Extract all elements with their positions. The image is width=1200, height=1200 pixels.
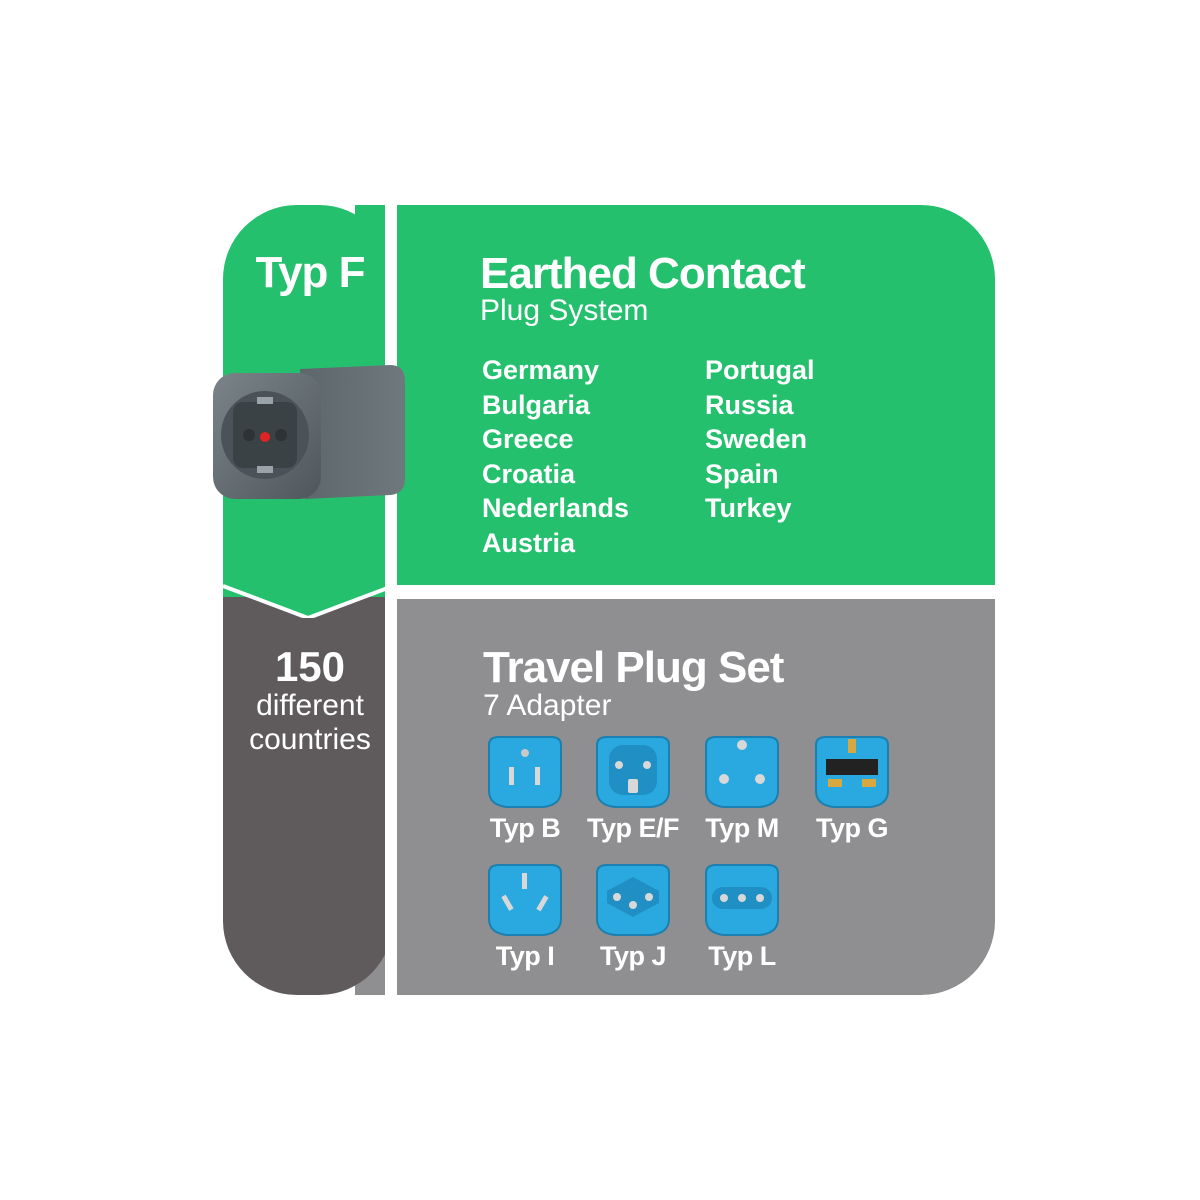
travel-plug-panel xyxy=(355,599,995,995)
chevron-down-icon xyxy=(223,580,393,618)
adapter-label: Typ M xyxy=(705,813,779,843)
country-item: Croatia xyxy=(482,458,576,489)
earthed-contact-panel xyxy=(355,205,995,589)
country-list-1: Germany Bulgaria Greece Croatia Nederlan… xyxy=(482,353,629,560)
adapter-count-subtitle: 7 Adapter xyxy=(483,689,612,722)
adapter-label: Typ E/F xyxy=(586,813,680,843)
plug-type-ef-icon xyxy=(596,736,670,808)
adapter-label: Typ J xyxy=(599,941,667,971)
country-item: Austria xyxy=(482,527,576,558)
vertical-divider xyxy=(385,205,397,995)
country-item: Turkey xyxy=(705,493,792,523)
adapter-type-i: Typ I xyxy=(470,863,580,972)
adapter-type-m: Typ M xyxy=(687,735,797,844)
country-item: Spain xyxy=(705,458,779,489)
plug-type-j-icon xyxy=(596,864,670,936)
socket-adapter-icon xyxy=(213,365,405,499)
adapter-type-g: Typ G xyxy=(797,735,907,844)
countries-count-number: 150 xyxy=(274,643,346,690)
country-list-2: Portugal Russia Sweden Spain Turkey xyxy=(705,353,815,526)
adapter-type-l: Typ L xyxy=(687,863,797,972)
infographic-card: Typ F Earthed Contact Plug System German… xyxy=(213,205,995,995)
adapter-label: Typ I xyxy=(495,941,555,971)
country-item: Germany xyxy=(482,355,600,385)
type-f-label: Typ F xyxy=(255,248,365,297)
countries-count-line1: different xyxy=(256,689,364,722)
plug-type-i-icon xyxy=(488,864,562,936)
country-item: Portugal xyxy=(705,355,815,385)
countries-strip xyxy=(223,585,393,995)
adapter-type-b: Typ B xyxy=(470,735,580,844)
plug-type-g-icon xyxy=(815,736,889,808)
adapter-label: Typ G xyxy=(815,813,889,843)
plug-type-l-icon xyxy=(705,864,779,936)
plug-type-b-icon xyxy=(488,736,562,808)
country-item: Nederlands xyxy=(482,493,630,523)
adapter-type-ef: Typ E/F xyxy=(578,735,688,844)
countries-count-badge: 150 different countries xyxy=(235,645,385,757)
adapter-label: Typ L xyxy=(708,941,776,971)
travel-plug-set-title: Travel Plug Set xyxy=(483,643,784,692)
country-item: Sweden xyxy=(705,424,808,454)
earthed-contact-title: Earthed Contact xyxy=(480,249,806,298)
horizontal-divider xyxy=(393,585,995,599)
country-item: Bulgaria xyxy=(482,389,591,420)
country-item: Greece xyxy=(482,424,574,454)
adapter-type-j: Typ J xyxy=(578,863,688,972)
adapter-label: Typ B xyxy=(489,813,561,843)
country-item: Russia xyxy=(705,389,794,420)
plug-system-subtitle: Plug System xyxy=(480,294,649,327)
plug-type-m-icon xyxy=(705,736,779,808)
countries-count-line2: countries xyxy=(249,723,371,756)
